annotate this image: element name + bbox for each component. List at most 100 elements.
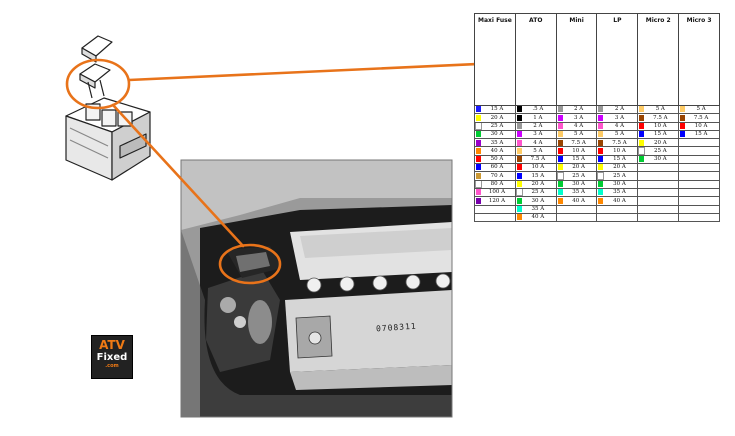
color-swatch: [516, 206, 522, 212]
fuse-rating-row: 40 A: [474, 212, 720, 223]
fuse-rating-label: 2 A: [614, 106, 625, 113]
fuse-rating-cell: 2 A: [555, 104, 598, 115]
fuse-rating-cell: [637, 179, 680, 189]
fuse-rating-label: 20 A: [490, 114, 504, 121]
color-swatch: [476, 172, 481, 179]
color-swatch: [557, 189, 563, 196]
fuse-rating-label: 25 A: [531, 189, 545, 196]
fuse-rating-cell: [678, 171, 720, 181]
fuse-image-cell: [514, 27, 557, 106]
fuse-rating-cell: 3 A: [596, 113, 639, 123]
fuse-rating-cell: [596, 212, 639, 223]
logo-text: ATV: [99, 338, 125, 352]
fuse-rating-label: 35 A: [490, 139, 504, 146]
fuse-rating-cell: 20 A: [637, 138, 680, 148]
logo-text: Fixed: [96, 352, 128, 363]
color-swatch: [638, 148, 646, 155]
color-swatch: [516, 214, 522, 221]
fuse-rating-label: 15 A: [531, 172, 545, 179]
color-swatch: [557, 197, 563, 204]
fuse-type-header: Micro 2: [637, 13, 680, 27]
fuse-type-header-row: Maxi Fuse ATO Mini LP Micro 2 Micro 3: [474, 13, 720, 27]
fuse-image-cell: [474, 27, 516, 106]
fuse-rating-label: 30 A: [653, 156, 667, 163]
fuse-rating-label: 40 A: [613, 197, 626, 204]
color-swatch: [476, 114, 481, 121]
battery-compartment-photo: [180, 159, 453, 418]
fuse-rating-cell: 10 A: [514, 163, 557, 173]
color-swatch: [516, 197, 522, 204]
fuse-rating-label: 15 A: [613, 156, 626, 163]
fuse-rating-cell: 120 A: [474, 196, 516, 206]
fuse-rating-label: 10 A: [613, 147, 626, 154]
fuse-rating-label: 30 A: [531, 197, 545, 204]
fuse-rating-cell: 15 A: [637, 129, 680, 140]
fuse-rating-label: 80 A: [490, 181, 504, 188]
fuse-rating-cell: 25 A: [474, 121, 516, 131]
fuse-rating-label: 30 A: [572, 181, 586, 188]
color-swatch: [639, 114, 645, 121]
fuse-rating-label: 10 A: [653, 122, 667, 129]
color-swatch: [639, 123, 645, 129]
fuse-rating-label: 7.5 A: [530, 156, 546, 163]
color-swatch: [557, 148, 563, 154]
fuse-rating-label: 15 A: [490, 106, 504, 113]
fuse-rating-cell: 30 A: [555, 179, 598, 189]
fuse-rating-label: 100 A: [488, 189, 506, 196]
fuse-rating-cell: 30 A: [474, 129, 516, 140]
fuse-rating-label: 20 A: [653, 139, 667, 146]
fuse-rating-cell: 20 A: [474, 113, 516, 123]
color-swatch: [516, 189, 523, 196]
relay-fuse-circle: [65, 58, 131, 110]
fuse-rating-cell: 15 A: [474, 104, 516, 115]
fuse-rating-label: 20 A: [613, 164, 626, 171]
fuse-rating-cell: .5 A: [514, 104, 557, 115]
fuse-rating-cell: 5 A: [555, 129, 598, 140]
fuse-rating-label: 20 A: [572, 164, 586, 171]
fuse-rating-cell: 10 A: [637, 121, 680, 131]
photo-fuse-circle: [218, 243, 282, 285]
color-swatch: [476, 139, 481, 146]
color-swatch: [680, 131, 686, 138]
fuse-rating-label: 2 A: [574, 106, 584, 113]
fuse-rating-cell: 20 A: [514, 179, 557, 189]
color-swatch: [680, 114, 686, 121]
fuse-rating-label: 120 A: [488, 197, 506, 204]
fuse-rating-label: 7.5 A: [653, 114, 668, 121]
color-swatch: [516, 114, 522, 121]
fuse-rating-cell: [678, 196, 720, 206]
fuse-rating-cell: 20 A: [596, 163, 639, 173]
color-swatch: [598, 123, 604, 129]
color-swatch: [516, 139, 522, 146]
color-swatch: [598, 106, 604, 113]
fuse-rating-cell: 1 A: [514, 113, 557, 123]
color-swatch: [475, 181, 482, 188]
fuse-rating-cell: [678, 146, 720, 156]
fuse-rating-label: 7.5 A: [612, 139, 627, 146]
fuse-rating-label: 35 A: [613, 189, 626, 196]
color-swatch: [598, 181, 604, 188]
color-swatch: [476, 131, 481, 138]
color-swatch: [476, 156, 481, 163]
atv-fixed-logo: ATV Fixed .com: [91, 335, 133, 379]
color-swatch: [639, 106, 645, 113]
fuse-image-cell: [596, 27, 639, 106]
fuse-rating-cell: [678, 163, 720, 173]
fuse-rating-cell: 30 A: [596, 179, 639, 189]
fuse-rating-row: 80 A 20 A 30 A 30 A: [474, 179, 720, 189]
fuse-rating-cell: 60 A: [474, 163, 516, 173]
color-swatch: [516, 106, 522, 113]
fuse-rating-cell: 70 A: [474, 171, 516, 181]
fuse-rating-cell: 7.5 A: [637, 113, 680, 123]
color-swatch: [516, 123, 522, 129]
fuse-rating-cell: [555, 212, 598, 223]
color-swatch: [598, 156, 604, 163]
fuse-rating-cell: 35 A: [514, 204, 557, 214]
fuse-rating-cell: 40 A: [555, 196, 598, 206]
fuse-rating-label: 25 A: [653, 147, 667, 154]
fuse-rating-label: 20 A: [531, 181, 545, 188]
fuse-rating-cell: [637, 196, 680, 206]
fuse-image-row: [474, 27, 720, 106]
